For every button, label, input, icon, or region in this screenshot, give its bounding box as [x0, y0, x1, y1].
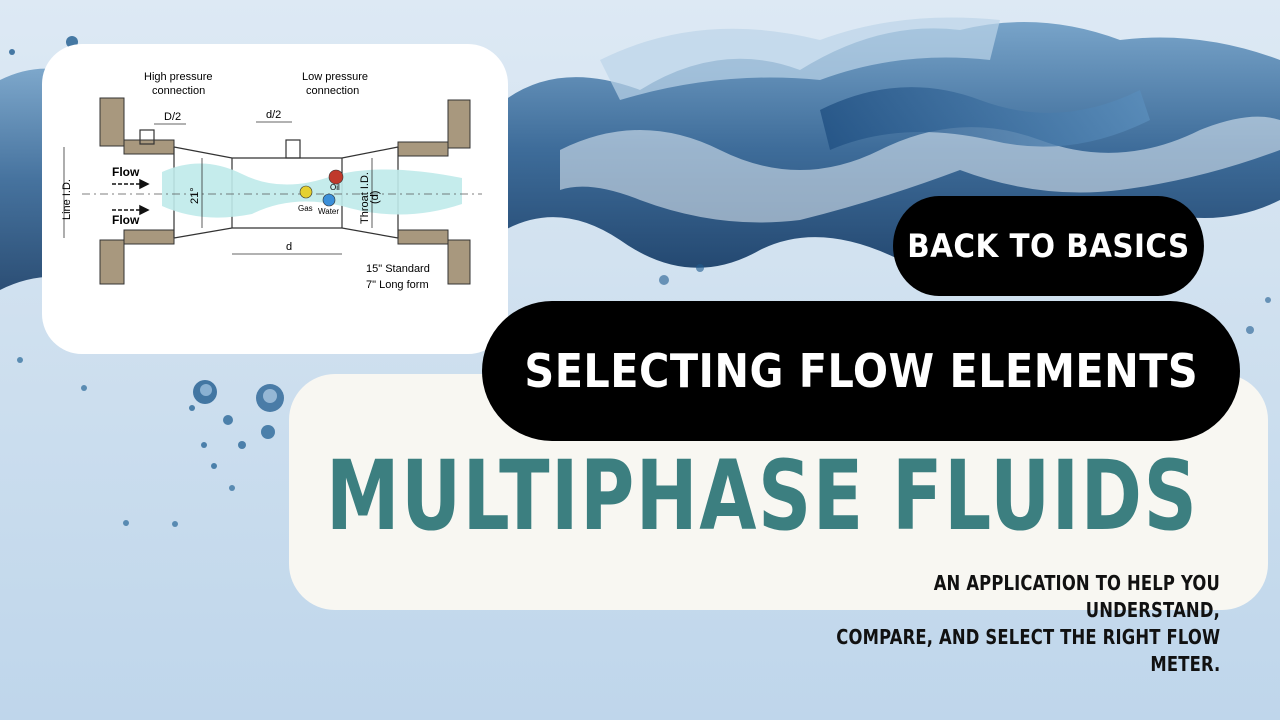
selecting-flow-elements-badge: SELECTING FLOW ELEMENTS [482, 301, 1240, 441]
long-form-label: 7" Long form [366, 279, 429, 291]
oil-label: Oil [330, 183, 340, 192]
venturi-diagram-card: High pressure connection Low pressure co… [42, 44, 508, 354]
low-pressure-label-1: Low pressure [302, 71, 368, 83]
subtitle-line-3: METER. [1149, 652, 1220, 676]
headline-title: MULTIPHASE FLUIDS [326, 440, 1199, 552]
subtitle: AN APPLICATION TO HELP YOU UNDERSTAND, C… [700, 570, 1220, 678]
high-pressure-label-1: High pressure [144, 71, 212, 83]
low-pressure-label-2: connection [306, 85, 359, 97]
selecting-flow-elements-text: SELECTING FLOW ELEMENTS [524, 344, 1198, 398]
oil-dot [328, 169, 344, 185]
water-dot [322, 193, 336, 207]
high-pressure-label-2: connection [152, 85, 205, 97]
flow-top-label: Flow [112, 165, 140, 179]
standard-label: 15" Standard [366, 263, 430, 275]
back-to-basics-badge: BACK TO BASICS [893, 196, 1204, 296]
angle-label: 21° [189, 187, 201, 204]
line-id-label: Line I.D. [61, 179, 73, 220]
d-half-lower: d/2 [266, 109, 281, 121]
flow-bottom-label: Flow [112, 213, 140, 227]
water-label: Water [318, 207, 339, 216]
subtitle-line-2: COMPARE, AND SELECT THE RIGHT FLOW [836, 625, 1220, 649]
d-label: d [286, 241, 292, 253]
d-half-upper: D/2 [164, 111, 181, 123]
throat-d-label: (d) [369, 191, 381, 204]
gas-dot [299, 185, 313, 199]
subtitle-line-1: AN APPLICATION TO HELP YOU UNDERSTAND, [933, 571, 1220, 622]
gas-label: Gas [298, 204, 313, 213]
back-to-basics-text: BACK TO BASICS [907, 227, 1190, 265]
throat-id-label: Throat I.D. [359, 172, 371, 224]
